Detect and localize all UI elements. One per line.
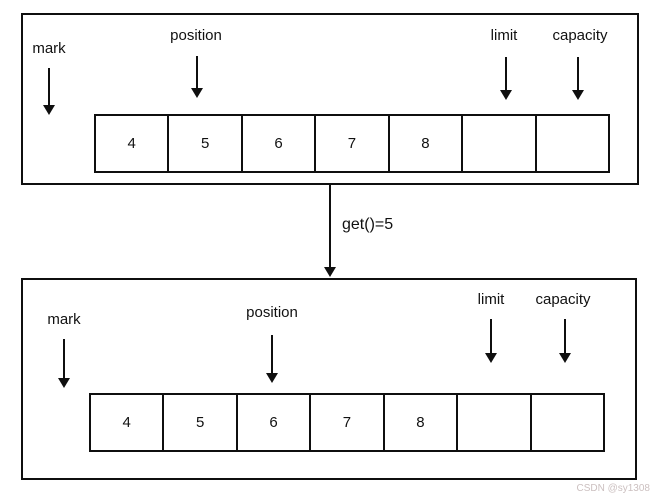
- buffer-cell: 5: [169, 116, 243, 171]
- position-arrow-icon: [265, 335, 279, 383]
- buffer-cell: [537, 116, 608, 171]
- arrow-shaft: [329, 185, 331, 267]
- buffer-cell: 8: [385, 395, 459, 450]
- arrow-head: [324, 267, 336, 277]
- position-label: position: [170, 27, 222, 44]
- buffer-cell: 7: [316, 116, 390, 171]
- arrow-head: [43, 105, 55, 115]
- arrow-shaft: [271, 335, 273, 373]
- arrow-shaft: [490, 319, 492, 353]
- arrow-shaft: [564, 319, 566, 353]
- arrow-shaft: [505, 57, 507, 90]
- arrow-head: [191, 88, 203, 98]
- buffer-cell: 6: [243, 116, 317, 171]
- arrow-head: [266, 373, 278, 383]
- capacity-arrow-icon: [571, 57, 585, 100]
- get-transition-arrow-icon: [323, 185, 337, 277]
- capacity-label: capacity: [535, 291, 591, 308]
- capacity-arrow-icon: [558, 319, 572, 363]
- arrow-head: [58, 378, 70, 388]
- arrow-head: [559, 353, 571, 363]
- arrow-shaft: [577, 57, 579, 90]
- mark-label: mark: [32, 40, 66, 57]
- limit-arrow-icon: [499, 57, 513, 100]
- limit-label: limit: [490, 27, 518, 44]
- buffer-cell: [463, 116, 537, 171]
- arrow-head: [572, 90, 584, 100]
- limit-label: limit: [477, 291, 505, 308]
- mark-arrow-icon: [57, 339, 71, 388]
- arrow-head: [500, 90, 512, 100]
- buffer-cells-before: 4 5 6 7 8: [94, 114, 610, 173]
- capacity-label: capacity: [552, 27, 608, 44]
- buffer-cells-after: 4 5 6 7 8: [89, 393, 605, 452]
- get-operation-label: get()=5: [342, 216, 394, 233]
- position-arrow-icon: [190, 56, 204, 98]
- watermark-text: CSDN @sy1308: [576, 483, 650, 494]
- buffer-cell: 8: [390, 116, 464, 171]
- arrow-head: [485, 353, 497, 363]
- arrow-shaft: [196, 56, 198, 88]
- buffer-cell: [458, 395, 532, 450]
- buffer-cell: 6: [238, 395, 312, 450]
- arrow-shaft: [48, 68, 50, 105]
- buffer-cell: 4: [96, 116, 170, 171]
- mark-arrow-icon: [42, 68, 56, 115]
- limit-arrow-icon: [484, 319, 498, 363]
- buffer-cell: [532, 395, 603, 450]
- mark-label: mark: [47, 311, 81, 328]
- buffer-cell: 4: [91, 395, 165, 450]
- position-label: position: [246, 304, 298, 321]
- arrow-shaft: [63, 339, 65, 378]
- buffer-cell: 5: [164, 395, 238, 450]
- buffer-cell: 7: [311, 395, 385, 450]
